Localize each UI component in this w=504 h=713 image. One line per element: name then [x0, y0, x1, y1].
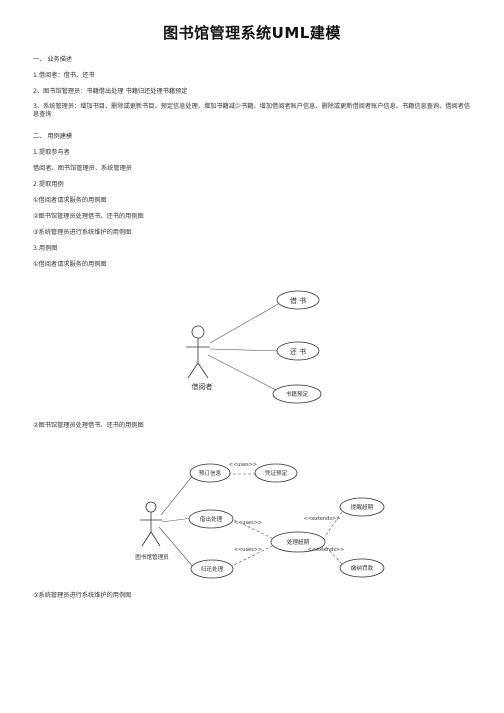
text-usecase-list-1: ①借阅者请求服务的用例图	[33, 197, 107, 204]
usecase-overdue	[270, 531, 326, 553]
usecase-label: 还 书	[290, 347, 306, 356]
text-actor-list: 借阅者、图书馆管理员、系统管理员	[33, 165, 132, 172]
actor-figure	[140, 501, 162, 547]
text-extract-usecases: 2.提取用例	[33, 181, 64, 188]
text-usecase-list-3: ③系统管理员进行系统维护的用例图	[33, 229, 132, 236]
usecase-return-process	[190, 559, 234, 579]
caption-diagram-2: ②图书馆管理员处理借书、还书的用例图	[33, 422, 144, 429]
extends-label: <<extends>>	[308, 547, 345, 553]
usecase-label: 缴纳罚款	[351, 564, 374, 572]
text-extract-actors: 1.提取参与者	[33, 149, 70, 156]
usecase-label: 处理超期	[287, 538, 310, 546]
caption-diagram-1: ①借阅者请求服务的用例图	[33, 261, 107, 268]
actor-figure	[186, 325, 210, 379]
usecase-label: 凭证预定	[265, 469, 288, 477]
usecase-label: 借 书	[290, 296, 306, 305]
actor-label: 图书馆管理员	[135, 553, 169, 561]
actor-label: 借阅者	[192, 382, 213, 391]
usecase-label: 借出处理	[200, 515, 223, 523]
text-usecase-list-2: ②图书馆管理员处理借书、还书的用例图	[33, 213, 144, 220]
usecase-lend	[188, 509, 234, 529]
uses-label: <<uses>>	[229, 462, 257, 468]
uses-label: <<uses>>	[234, 547, 262, 553]
usecase-label: 归还处理	[201, 565, 224, 573]
text-sysadmin-duties: 3、系统管理员：增加书目、删除或更新书目、预定信息处理、增加书籍减少书籍、增加借…	[33, 103, 471, 118]
uses-label: <<uses>>	[234, 520, 262, 526]
usecase-label: 书籍预定	[286, 390, 309, 398]
usecase-diagram-borrower: 借 书 还 书 书籍预定 借阅者	[186, 290, 322, 404]
usecase-diagram-librarian: 预订信息 凭证预定 借出处理 归还处理 处理超期 提醒超期 缴纳罚款 <<use…	[135, 462, 385, 579]
usecase-verify-reserve	[254, 463, 298, 483]
text-librarian-duties: 2、图书馆管理员：书籍借出处理 书籍归还处理书籍预定	[33, 88, 188, 95]
usecase-label: 预订信息	[199, 469, 222, 477]
usecase-remind-overdue	[339, 497, 385, 517]
usecase-reserve-info	[189, 463, 231, 483]
usecase-reserve	[272, 384, 322, 404]
caption-diagram-3: ③系统管理员进行系统维护的用例图	[33, 592, 132, 599]
text-borrower-duties: 1.借阅者：借书、还书	[33, 72, 95, 79]
document-title: 图书馆管理系统UML建模	[163, 24, 341, 42]
extends-label: <<extends>>	[304, 516, 341, 522]
section-heading-usecase: 二、 用例建模	[33, 133, 73, 140]
section-heading-business: 一、 业务描述	[33, 56, 73, 63]
usecase-label: 提醒超期	[351, 503, 374, 511]
usecase-return	[276, 341, 320, 361]
usecase-borrow	[276, 290, 320, 310]
usecase-pay-fine	[339, 558, 385, 578]
text-usecase-diagrams: 3.用例图	[33, 245, 58, 252]
